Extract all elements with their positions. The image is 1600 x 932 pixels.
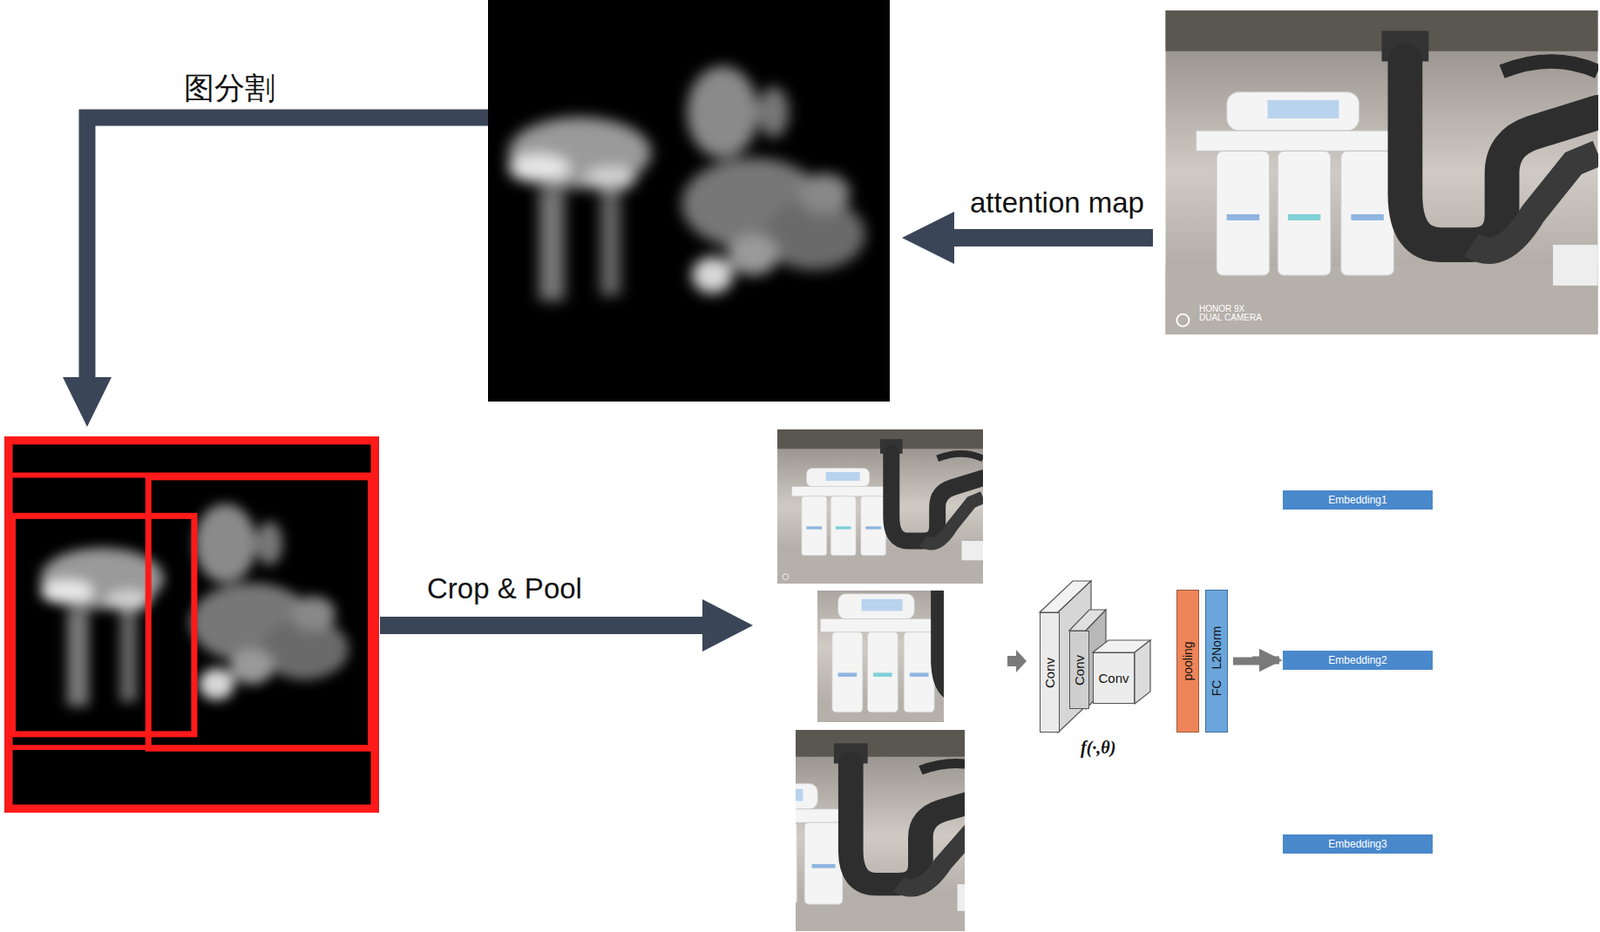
fc-layer: FC L2Norm bbox=[1205, 589, 1228, 733]
node-text: Embedding2 bbox=[1328, 654, 1387, 667]
function-label: f(·,θ) bbox=[1080, 738, 1116, 759]
rotated-text-group: Conv bbox=[1071, 654, 1087, 685]
node-text: pooling bbox=[1180, 641, 1195, 681]
node-text: Conv bbox=[1098, 671, 1129, 686]
conv-layer: Conv bbox=[1092, 652, 1135, 705]
step-label: 图分割 bbox=[183, 67, 276, 109]
node-text: Embedding1 bbox=[1328, 494, 1387, 507]
embedding-box: Embedding3 bbox=[1282, 834, 1433, 855]
watermark: HONOR 9X DUAL CAMERA bbox=[1199, 305, 1264, 323]
pooling-layer: pooling bbox=[1176, 589, 1200, 733]
node-text: Conv bbox=[1071, 654, 1087, 685]
node-text: FC bbox=[1209, 680, 1224, 698]
node-text: Conv bbox=[1042, 657, 1058, 688]
rotated-text-group: FC L2Norm bbox=[1209, 626, 1224, 697]
node-text: Embedding3 bbox=[1328, 838, 1387, 851]
conv-layer: Conv bbox=[1039, 612, 1060, 733]
conv-layer: Conv bbox=[1069, 630, 1090, 710]
step-label: Crop & Pool bbox=[427, 572, 583, 606]
rotated-text-group: pooling bbox=[1180, 641, 1195, 681]
rotated-text-group: Conv bbox=[1042, 657, 1058, 688]
step-label: attention map bbox=[969, 186, 1145, 220]
embedding-box: Embedding2 bbox=[1282, 650, 1433, 671]
node-text: L2Norm bbox=[1209, 626, 1224, 671]
embedding-box: Embedding1 bbox=[1282, 490, 1433, 510]
flow-arrow bbox=[1233, 660, 1280, 662]
